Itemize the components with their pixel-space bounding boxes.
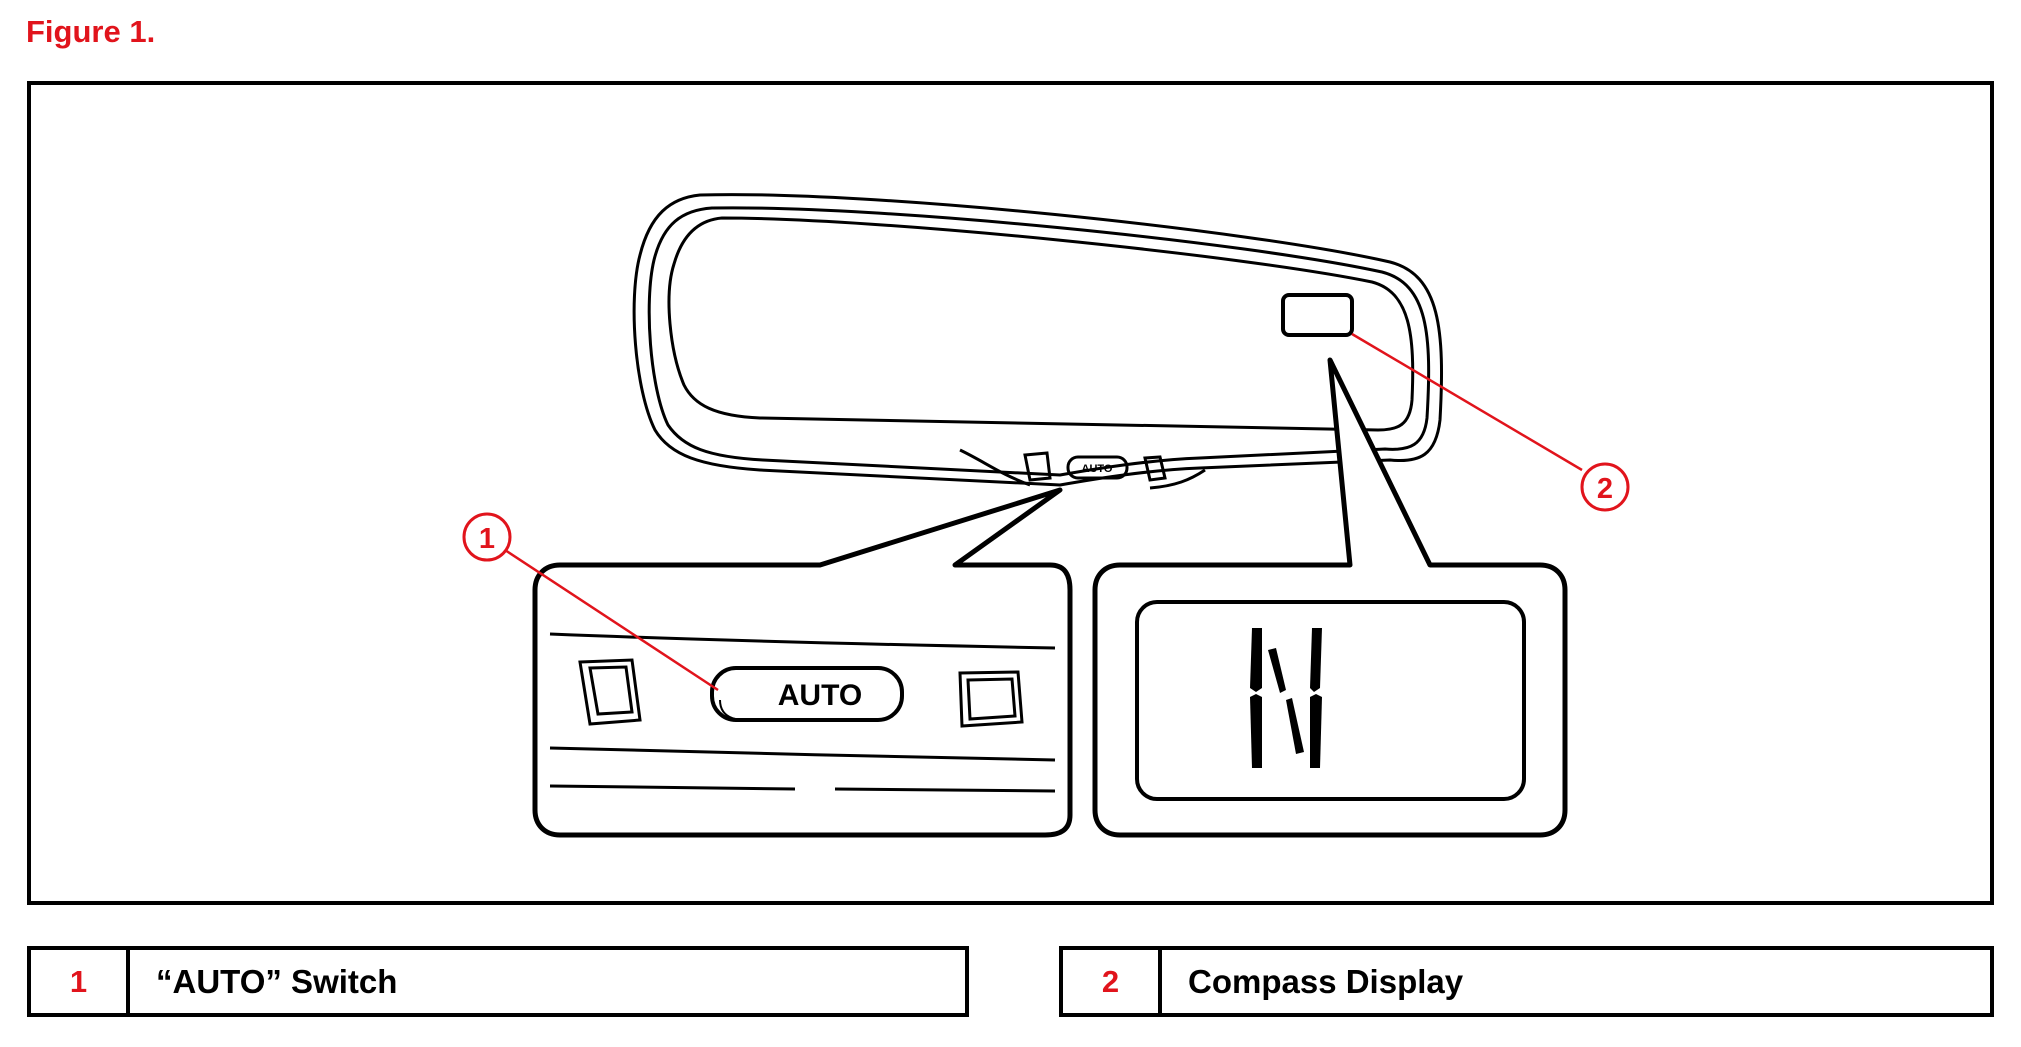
callout-1-number: 1	[479, 523, 495, 555]
auto-switch-zoom-panel: AUTO	[532, 487, 1073, 838]
compass-letter-n	[1250, 628, 1322, 768]
legend-item-2: 2 Compass Display	[1059, 946, 1994, 1017]
compass-display-zoom-panel: N	[1092, 357, 1568, 838]
auto-switch	[710, 666, 904, 722]
mirror-compass-window	[1281, 293, 1354, 337]
legend-number: 2	[1063, 950, 1162, 1013]
mirror-auto-label: AUTO	[1082, 463, 1113, 475]
legend-label: “AUTO” Switch	[156, 962, 398, 1000]
legend-item-1: 1 “AUTO” Switch	[27, 946, 969, 1017]
legend-label: Compass Display	[1188, 962, 1464, 1000]
legend-number: 1	[31, 950, 130, 1013]
mirror-housing	[632, 193, 1444, 490]
callout-1: 1	[462, 512, 512, 562]
callout-2-number: 2	[1597, 473, 1613, 505]
diagram-frame	[27, 81, 1994, 905]
auto-switch-label: AUTO	[778, 679, 862, 712]
callout-2: 2	[1580, 462, 1630, 512]
figure-title: Figure 1.	[26, 14, 156, 49]
